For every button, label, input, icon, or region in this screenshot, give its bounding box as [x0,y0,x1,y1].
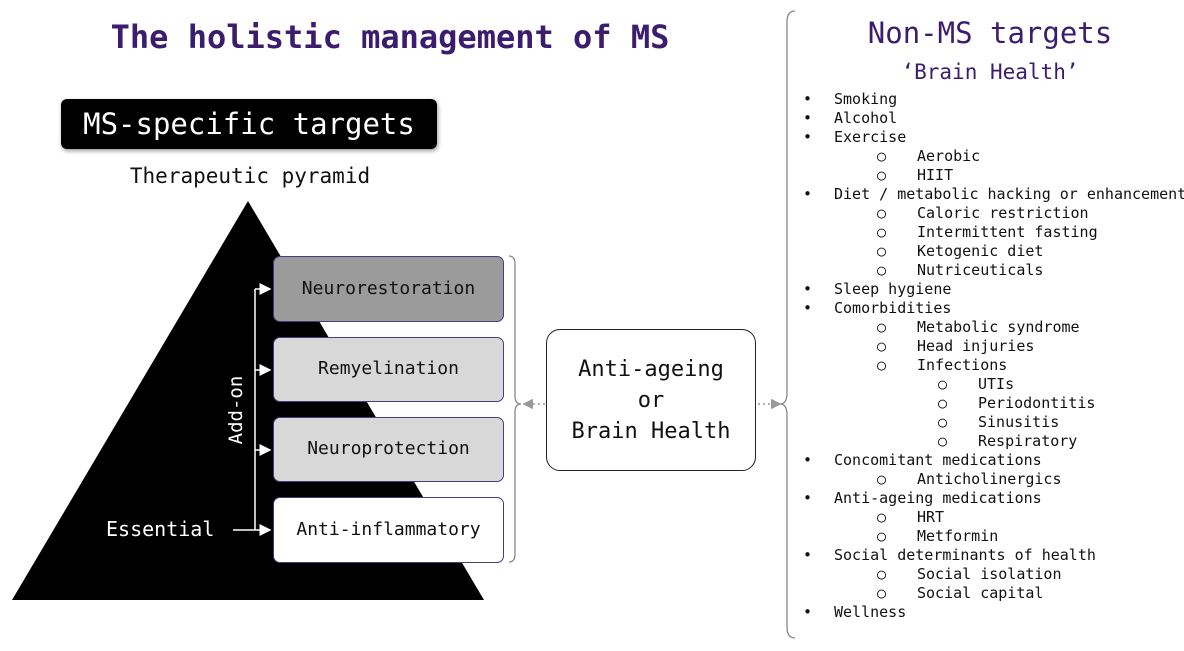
list-item: Comorbidities [834,299,952,317]
bullet-icon: • [803,489,813,507]
list-item: UTIs [978,375,1015,393]
bullet-icon: ○ [877,147,887,165]
list-item: Anti-ageing medications [834,489,1042,507]
list-item: HIIT [917,166,954,184]
add-on-label: Add-on [225,375,247,445]
level-anti-inflammatory: Anti-inflammatory [273,497,504,563]
list-item: Sleep hygiene [834,280,952,298]
bullet-icon: • [803,109,813,127]
bullet-icon: ○ [877,337,887,355]
anti-ageing-line3: Brain Health [571,418,731,444]
bullet-icon: ○ [877,508,887,526]
non-ms-bracket [779,10,796,639]
list-item: Aerobic [917,147,981,165]
bullet-icon: • [803,299,813,317]
bullet-icon: ○ [877,204,887,222]
list-item: Infections [917,356,1008,374]
bullet-icon: ○ [877,584,887,602]
bullet-icon: ○ [877,223,887,241]
bullet-icon: ○ [877,318,887,336]
list-item: HRT [917,508,945,526]
essential-label: Essential [106,517,215,541]
bullet-icon: • [803,90,813,108]
list-item: Wellness [834,603,907,621]
anti-ageing-line1: Anti-ageing [578,356,724,382]
list-item: Concomitant medications [834,451,1042,469]
list-item: Social capital [917,584,1044,602]
bullet-icon: • [803,185,813,203]
bullet-icon: ○ [938,413,948,431]
list-item: Sinusitis [978,413,1060,431]
bullet-icon: ○ [877,527,887,545]
list-item: Head injuries [917,337,1035,355]
list-item: Anticholinergics [917,470,1062,488]
bullet-icon: ○ [877,565,887,583]
list-item: Metabolic syndrome [917,318,1080,336]
anti-ageing-box: Anti-ageing or Brain Health [546,329,756,471]
bullet-icon: ○ [877,242,887,260]
ms-specific-targets-label: MS-specific targets [61,99,437,149]
page-title: The holistic management of MS [110,18,670,56]
list-item: Smoking [834,90,898,108]
non-ms-subtitle: ‘Brain Health’ [901,60,1079,84]
list-item: Social determinants of health [834,546,1096,564]
bullet-icon: ○ [877,470,887,488]
list-item: Diet / metabolic hacking or enhancement [834,185,1184,203]
list-item: Caloric restriction [917,204,1089,222]
list-item: Nutriceuticals [917,261,1044,279]
list-item: Respiratory [978,432,1078,450]
bullet-icon: ○ [877,166,887,184]
list-item: Social isolation [917,565,1062,583]
bullet-icon: ○ [938,432,948,450]
list-item: Metformin [917,527,999,545]
level-neuroprotection: Neuroprotection [273,417,504,482]
bullet-icon: ○ [877,261,887,279]
list-item: Intermittent fasting [917,223,1098,241]
list-item: Ketogenic diet [917,242,1044,260]
bullet-icon: • [803,546,813,564]
level-neurorestoration: Neurorestoration [273,256,504,322]
bullet-icon: • [803,603,813,621]
non-ms-title: Non-MS targets [867,16,1113,50]
list-item: Alcohol [834,109,898,127]
bullet-icon: • [803,128,813,146]
level-remyelination: Remyelination [273,337,504,402]
bullet-icon: • [803,451,813,469]
pyramid-caption: Therapeutic pyramid [129,164,371,188]
bullet-icon: ○ [877,356,887,374]
list-item: Exercise [834,128,907,146]
anti-ageing-line2: or [637,387,665,413]
list-item: Periodontitis [978,394,1096,412]
bullet-icon: ○ [938,375,948,393]
bullet-icon: ○ [938,394,948,412]
levels-bracket [508,255,522,563]
bullet-icon: • [803,280,813,298]
